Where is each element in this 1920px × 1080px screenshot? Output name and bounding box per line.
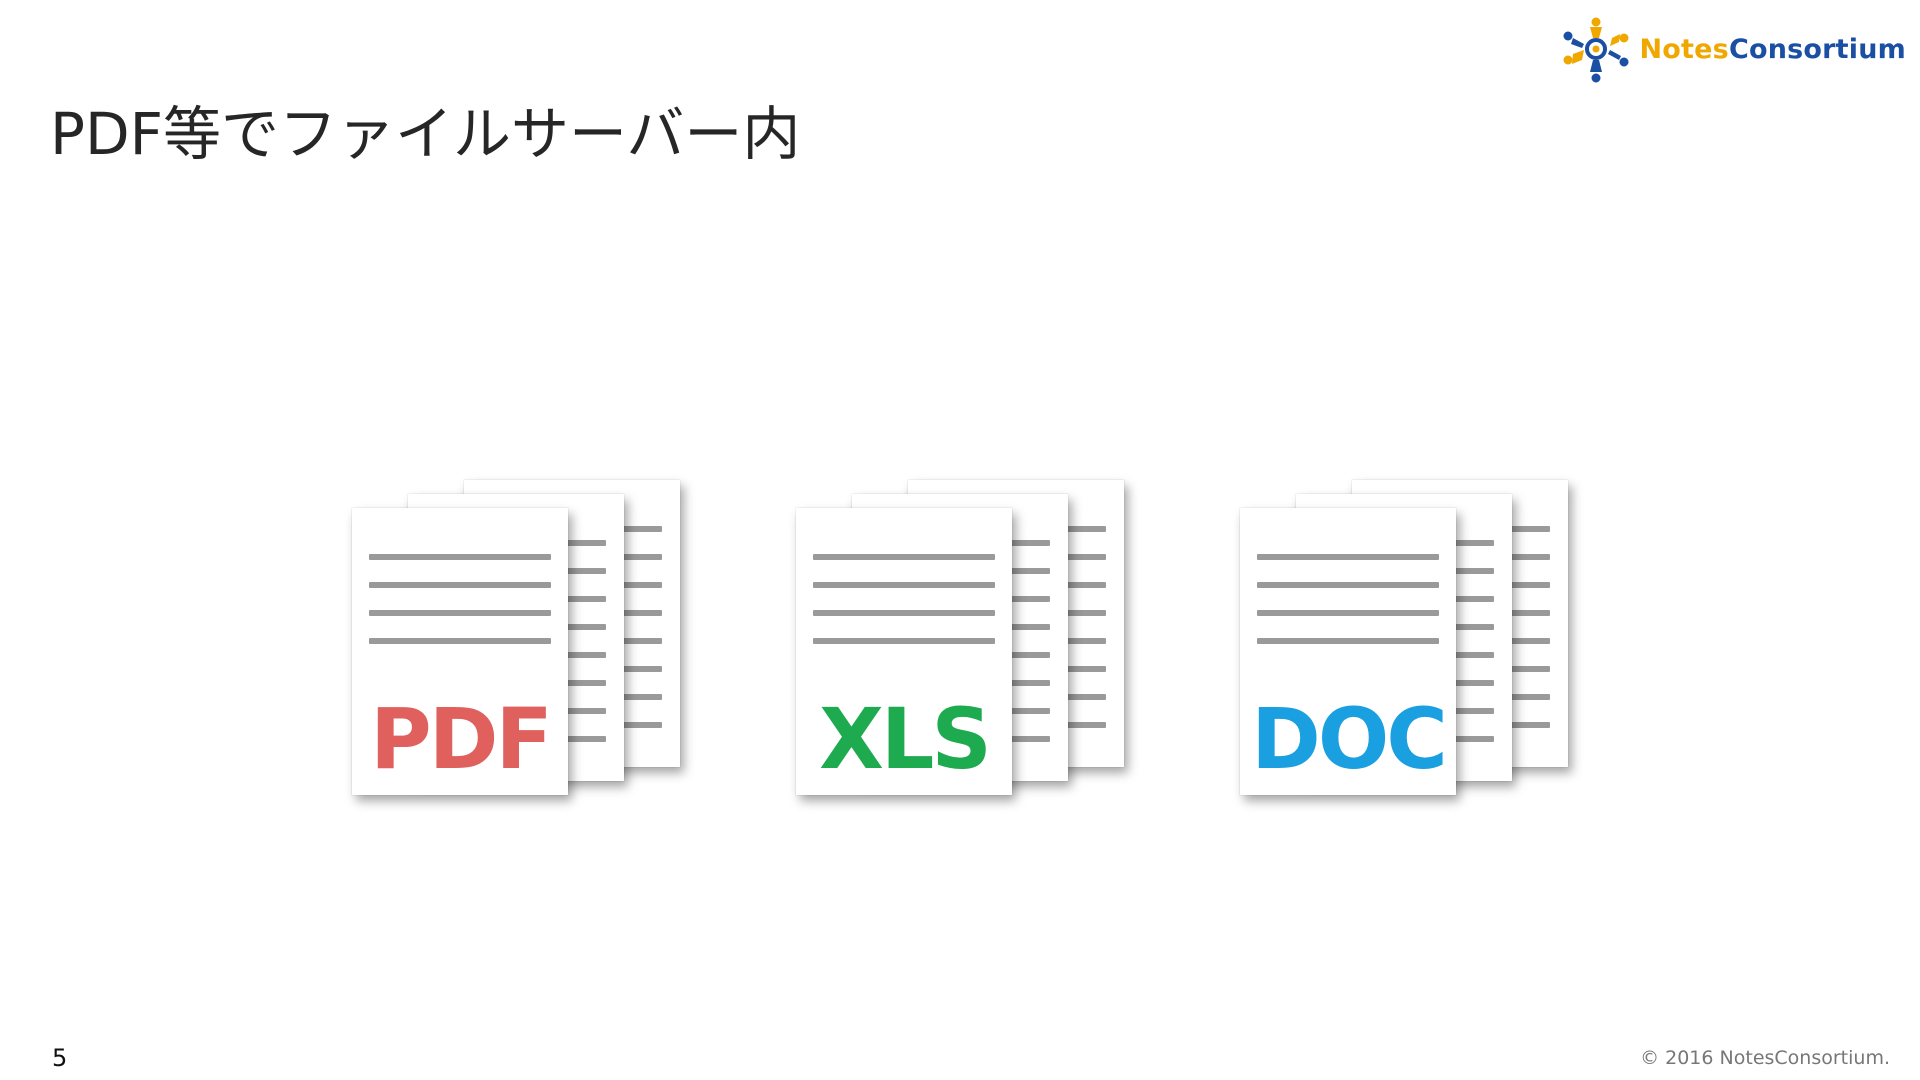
doc-document-stack-icon: DOC (1240, 480, 1600, 820)
document-page-front: XLS (796, 508, 1012, 795)
logo-wordmark: NotesConsortium (1640, 34, 1906, 65)
page-number: 5 (52, 1044, 68, 1072)
notes-consortium-logo-icon (1563, 17, 1629, 83)
xls-document-stack-icon: XLS (796, 480, 1156, 820)
logo-word-notes: Notes (1639, 33, 1729, 65)
logo-word-consortium: Consortium (1728, 33, 1906, 65)
pdf-document-stack-icon: PDF (352, 480, 712, 820)
copyright-notice: © 2016 NotesConsortium. (1640, 1047, 1890, 1069)
document-page-front: PDF (352, 508, 568, 795)
pdf-label: PDF (370, 690, 553, 788)
slide-title: PDF等でファイルサーバー内 (50, 100, 801, 168)
xls-label: XLS (819, 690, 992, 788)
document-page-front: DOC (1240, 508, 1456, 795)
notes-consortium-logo: NotesConsortium (1556, 14, 1906, 84)
doc-label: DOC (1251, 690, 1448, 788)
